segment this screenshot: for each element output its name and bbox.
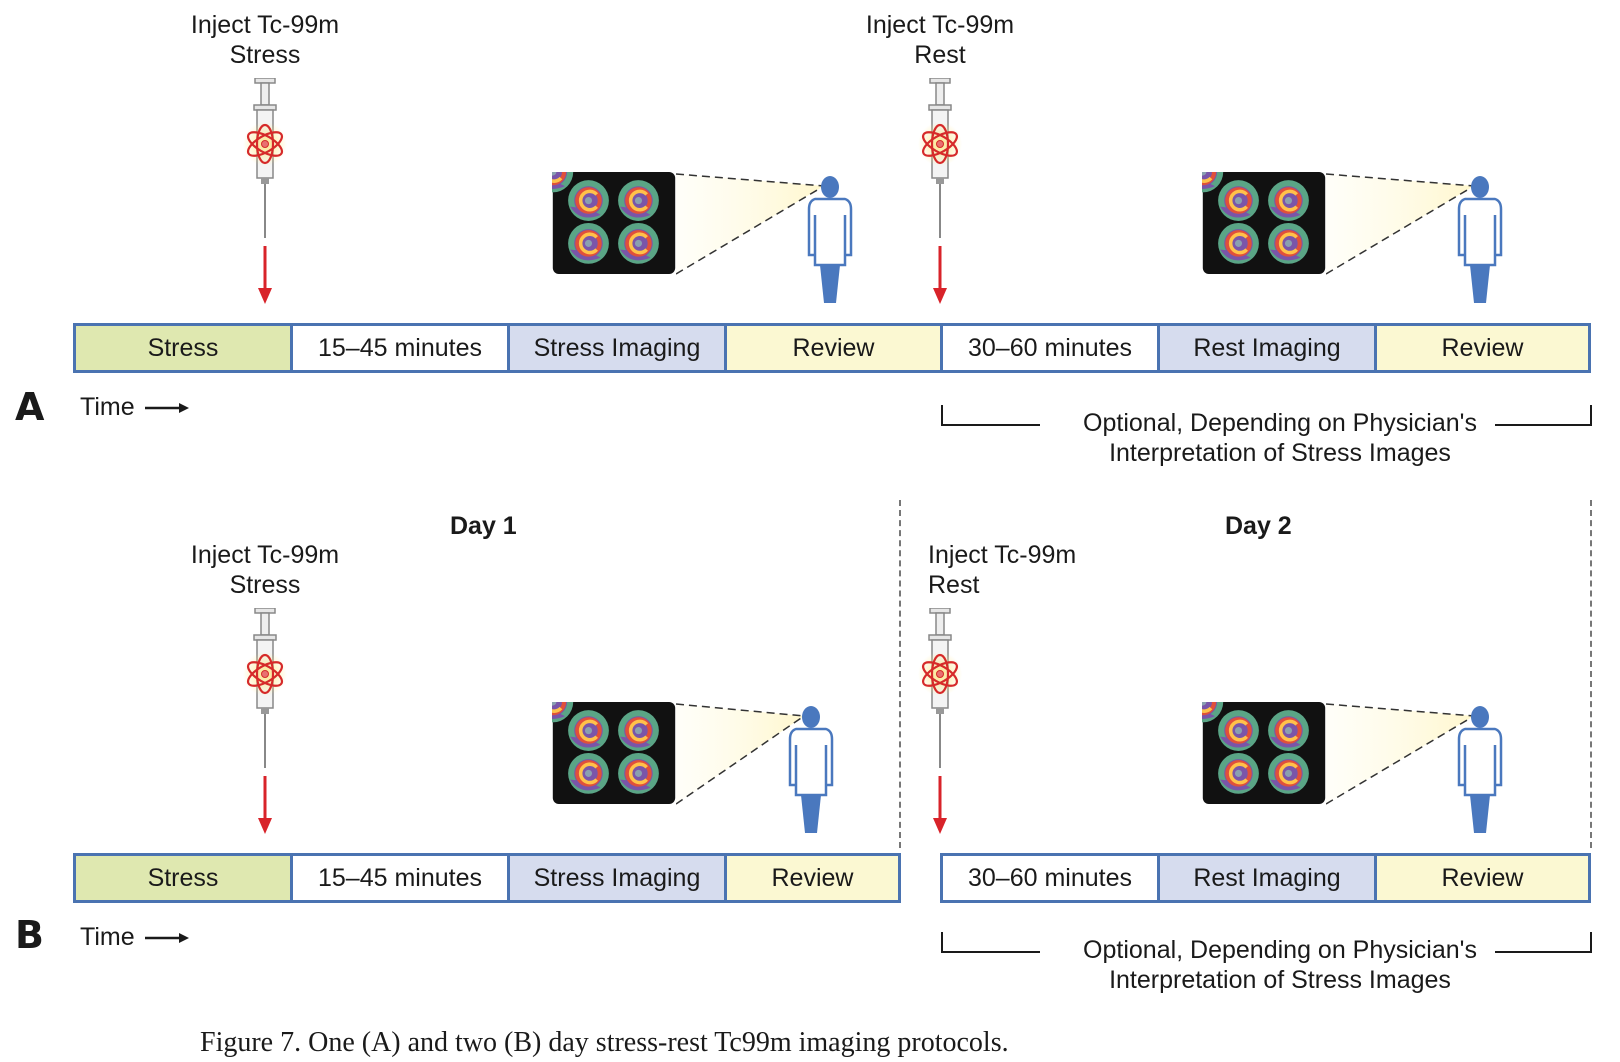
day-divider <box>1590 500 1592 848</box>
segment-wait: 30–60 minutes <box>943 856 1160 900</box>
syringe-icon <box>240 78 290 308</box>
day-1-label: Day 1 <box>450 512 517 540</box>
optional-bracket <box>941 405 1592 426</box>
arrow-right-icon <box>144 932 189 943</box>
physician-icon <box>786 705 836 835</box>
viewing-beam <box>1326 703 1475 805</box>
heart-scan-image-icon <box>552 172 676 274</box>
viewing-beam <box>1326 173 1475 275</box>
segment-label: Rest Imaging <box>1193 333 1341 362</box>
segment-rest-imaging: Rest Imaging <box>1160 856 1377 900</box>
physician-icon <box>1455 705 1505 835</box>
timeline-a: Stress 15–45 minutes Stress Imaging Revi… <box>73 323 1591 373</box>
inject-stress-label: Inject Tc-99m Stress <box>175 10 355 70</box>
inject-stress-line2: Stress <box>229 571 301 599</box>
segment-label: Stress <box>147 333 219 362</box>
segment-review: Review <box>727 856 898 900</box>
time-label: Time <box>80 923 135 951</box>
segment-review: Review <box>1377 326 1588 370</box>
segment-label: 30–60 minutes <box>967 863 1132 892</box>
inject-rest-label: Inject Tc-99m Rest <box>928 540 1076 600</box>
segment-review: Review <box>1377 856 1588 900</box>
panel-letter-b: B <box>15 913 44 957</box>
inject-rest-line2: Rest <box>928 571 980 599</box>
optional-note: Optional, Depending on Physician's Inter… <box>1040 408 1520 468</box>
syringe-icon <box>915 78 965 308</box>
optional-line2: Interpretation of Stress Images <box>1109 439 1451 467</box>
viewing-beam <box>676 703 805 805</box>
segment-label: Stress Imaging <box>533 333 701 362</box>
segment-stress: Stress <box>76 856 293 900</box>
physician-icon <box>805 175 855 305</box>
segment-wait: 15–45 minutes <box>293 326 510 370</box>
segment-stress: Stress <box>76 326 293 370</box>
day-divider <box>899 500 901 848</box>
segment-label: 30–60 minutes <box>967 333 1132 362</box>
time-label: Time <box>80 393 135 421</box>
heart-scan-image-icon <box>1202 702 1326 804</box>
syringe-icon <box>240 608 290 838</box>
segment-label: Stress Imaging <box>533 863 701 892</box>
inject-rest-line1: Inject Tc-99m <box>865 11 1015 39</box>
inject-stress-line1: Inject Tc-99m <box>190 541 340 569</box>
inject-stress-line2: Stress <box>229 41 301 69</box>
timeline-b-day1: Stress 15–45 minutes Stress Imaging Revi… <box>73 853 901 903</box>
day-2-label: Day 2 <box>1225 512 1292 540</box>
timeline-b-day2: 30–60 minutes Rest Imaging Review <box>940 853 1591 903</box>
time-axis-label: Time <box>80 923 189 952</box>
segment-review: Review <box>727 326 943 370</box>
optional-line2: Interpretation of Stress Images <box>1109 966 1451 994</box>
segment-label: Review <box>792 333 875 362</box>
syringe-icon <box>915 608 965 838</box>
arrow-right-icon <box>144 402 189 413</box>
segment-label: 15–45 minutes <box>317 863 482 892</box>
segment-label: Review <box>771 863 854 892</box>
segment-stress-imaging: Stress Imaging <box>510 326 727 370</box>
inject-rest-line2: Rest <box>914 41 966 69</box>
heart-scan-image-icon <box>552 702 676 804</box>
optional-bracket <box>941 932 1592 953</box>
physician-icon <box>1455 175 1505 305</box>
viewing-beam <box>676 173 825 275</box>
time-axis-label: Time <box>80 393 189 422</box>
segment-rest-imaging: Rest Imaging <box>1160 326 1377 370</box>
optional-line1: Optional, Depending on Physician's <box>1083 936 1477 964</box>
inject-rest-label: Inject Tc-99m Rest <box>850 10 1030 70</box>
segment-stress-imaging: Stress Imaging <box>510 856 727 900</box>
optional-line1: Optional, Depending on Physician's <box>1083 409 1477 437</box>
segment-label: Rest Imaging <box>1193 863 1341 892</box>
inject-stress-label: Inject Tc-99m Stress <box>175 540 355 600</box>
segment-wait: 30–60 minutes <box>943 326 1160 370</box>
segment-wait: 15–45 minutes <box>293 856 510 900</box>
inject-rest-line1: Inject Tc-99m <box>928 541 1077 569</box>
heart-scan-image-icon <box>1202 172 1326 274</box>
panel-letter-a: A <box>15 385 45 429</box>
segment-label: Review <box>1441 863 1524 892</box>
inject-stress-line1: Inject Tc-99m <box>190 11 340 39</box>
optional-note: Optional, Depending on Physician's Inter… <box>1040 935 1520 995</box>
segment-label: 15–45 minutes <box>317 333 482 362</box>
segment-label: Stress <box>147 863 219 892</box>
figure-caption: Figure 7. One (A) and two (B) day stress… <box>200 1027 1009 1058</box>
segment-label: Review <box>1441 333 1524 362</box>
